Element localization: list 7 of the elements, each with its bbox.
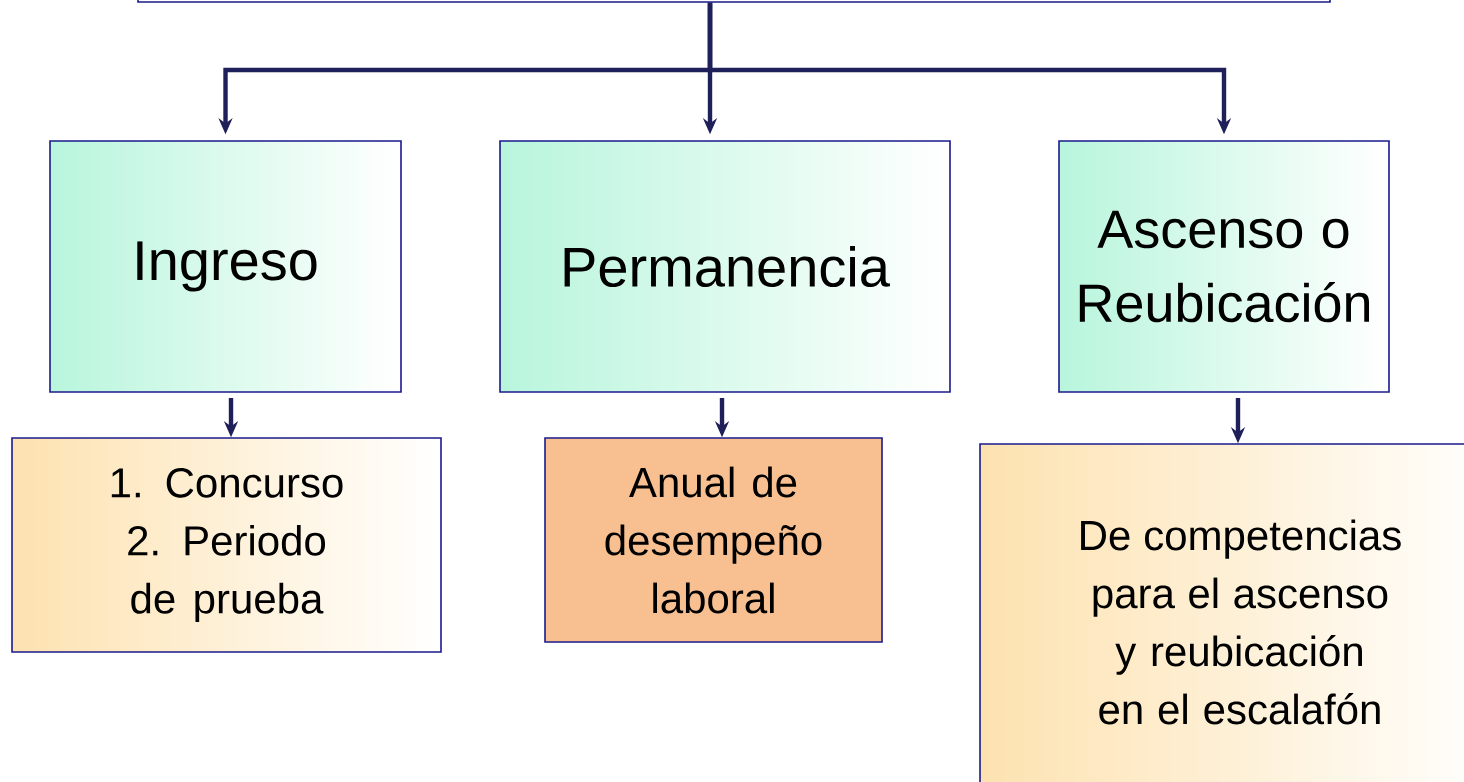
category-box: Permanencia <box>499 140 951 393</box>
detail-box: Anual de desempeño laboral <box>544 437 883 643</box>
detail-box: 1. Concurso 2. Periodo de prueba <box>11 437 442 653</box>
detail-box: De competencias para el ascenso y reubicación en el escalafón <box>979 443 1464 782</box>
category-box: Ingreso <box>49 140 402 393</box>
top-box <box>137 0 1331 3</box>
category-box: Ascenso o Reubicación <box>1058 140 1390 393</box>
